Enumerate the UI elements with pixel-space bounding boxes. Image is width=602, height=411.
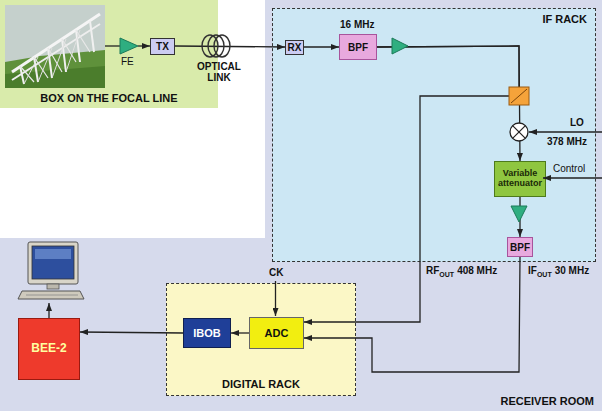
region-title: RECEIVER ROOM [500,395,594,407]
subscript-label: OUT [537,271,552,278]
signal-wire [105,45,120,46]
rack-box: DIGITAL RACK ADC IBOB [166,283,356,396]
ibob-box: IBOB [183,318,231,348]
box-label: RX [288,42,302,53]
subscript-label: OUT [439,271,454,278]
signal-line [377,46,520,161]
fiber-coil [214,35,230,57]
computer-icon [18,291,84,299]
amplifier-symbol [511,206,527,222]
frequency-label: 378 MHz [547,136,587,147]
control-line [543,177,602,178]
signal-name: Control [553,163,585,174]
antenna-photo [90,21,94,52]
output-label: IF [528,265,537,276]
signal-line [304,46,519,322]
display-link [49,303,50,318]
amplifier-symbol [511,206,527,222]
bee2-box: BEE-2 [18,318,80,380]
computer-icon [28,242,78,284]
splitter-symbol [511,89,527,103]
box-label: IBOB [193,327,221,339]
mixer-symbol [513,126,526,139]
display-link [48,303,49,318]
splitter-symbol [509,87,529,105]
amplifier-symbol [120,38,138,54]
mixer-symbol [510,123,528,141]
clock-line [275,281,276,316]
fiber-coil [202,35,230,57]
amplifier-symbol [120,38,138,54]
antenna-photo [20,30,90,82]
splitter-symbol [509,87,529,105]
label-anchor: 378 MHz [547,136,587,147]
box-label: BEE-2 [31,342,66,355]
signal-name: FE [121,56,134,67]
label-anchor: LO [570,117,584,128]
attenuator-box: Variable attenuator [494,161,546,197]
region-title: DIGITAL RACK [222,378,300,390]
antenna-photo [24,30,80,84]
box-label: TX [156,41,169,52]
computer-icon [26,295,78,296]
filter-box: BPF [507,237,533,257]
antenna-photo [12,14,100,72]
signal-line [304,46,339,47]
output-label: RF [426,265,439,276]
lo-input-line [529,132,602,133]
box-label: BPF [348,42,368,53]
label-anchor: FE [121,56,134,67]
lo-input-line [529,131,602,132]
filter-box: BPF [339,34,377,60]
region-title: BOX ON THE FOCAL LINE [40,92,177,104]
clock-line [275,281,276,316]
computer-icon [35,249,71,259]
amplifier-symbol [392,38,408,54]
signal-line [80,332,183,333]
label-anchor: 16 MHz [340,19,374,30]
label-anchor: IFOUT30 MHz [528,265,589,279]
adc-box: ADC [249,317,304,349]
output-label: 30 MHz [555,265,589,276]
control-line [543,178,602,179]
region-title: IF RACK [542,13,587,25]
mixer-symbol [510,123,528,141]
box-label: Variable attenuator [495,169,545,189]
computer-icon [18,242,84,299]
signal-wire [138,45,150,46]
label-anchor: OPTICAL LINK [190,61,248,83]
signal-line [304,257,520,372]
output-label: 408 MHz [457,265,497,276]
signal-name: LO [570,117,584,128]
transmitter-box: TX [150,38,175,55]
signal-line [231,332,249,333]
computer-icon [47,284,59,289]
computer-icon [32,246,74,279]
receiver-box: RX [285,40,304,55]
label-anchor: CK [269,267,283,278]
antenna-photo [5,5,105,88]
bandwidth-label: 16 MHz [340,19,374,30]
amplifier-symbol [392,38,408,54]
label-anchor: RFOUT408 MHz [426,265,497,279]
label-anchor: Control [553,163,585,174]
box-label: ADC [265,327,289,339]
link-label: OPTICAL LINK [197,61,241,83]
antenna-photo [5,5,105,88]
mixer-symbol [513,126,526,139]
signal-name: CK [269,267,283,278]
box-label: BPF [510,242,530,253]
